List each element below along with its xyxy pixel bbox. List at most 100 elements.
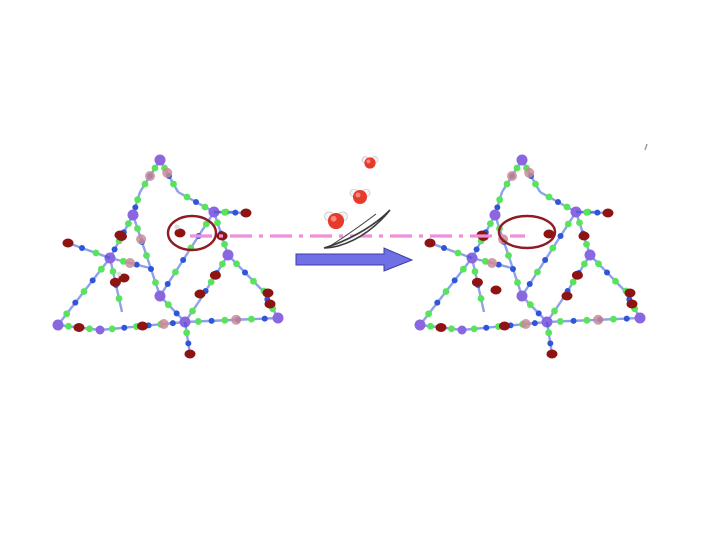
oxygen-atom: [424, 238, 436, 248]
oxygen-atom: [490, 285, 502, 295]
metal-node: [272, 312, 284, 324]
ligand-atom: [514, 279, 521, 286]
ligand-atom: [576, 219, 583, 227]
ligand-atom: [526, 281, 533, 287]
water-oxygen-atom: [327, 212, 345, 230]
ligand-atom: [134, 225, 141, 232]
oxygen-atom: [561, 291, 573, 301]
ligand-atom: [221, 316, 229, 324]
oxygen-atom: [471, 277, 483, 287]
ligand-atom: [557, 233, 564, 239]
highlight-spot: [366, 159, 371, 164]
ligand-atom: [526, 301, 534, 309]
ligand-atom: [164, 281, 171, 287]
water-oxygen-atom: [353, 190, 367, 204]
ligand-atom: [595, 260, 602, 268]
oxygen-atom: [209, 270, 221, 280]
ligand-atom: [545, 193, 553, 201]
ligand-atom: [487, 220, 494, 228]
ligand-atom: [473, 246, 480, 253]
ligand-atom: [532, 180, 539, 188]
ligand-atom: [134, 196, 142, 204]
ligand-atom: [604, 269, 610, 276]
faded-atom: [593, 314, 604, 325]
ligand-atom: [549, 244, 557, 252]
faded-atom: [158, 319, 169, 329]
water-oxygen-atom: [364, 157, 376, 169]
oxygen-atom: [499, 321, 510, 331]
ligand-atom: [115, 295, 123, 302]
ligand-atom: [219, 260, 226, 268]
ligand-atom: [612, 277, 619, 285]
ligand-atom: [133, 261, 140, 268]
ligand-atom: [233, 260, 240, 268]
metal-node: [516, 154, 528, 166]
ligand-atom: [563, 203, 571, 211]
ligand-atom: [534, 268, 541, 276]
metal-node: [95, 325, 105, 335]
oxygen-atom: [546, 349, 558, 359]
ligand-bond: [159, 295, 186, 323]
small-corner-mark: [644, 143, 648, 151]
ligand-atom: [623, 315, 630, 322]
oxygen-atom: [184, 349, 196, 359]
metal-node: [516, 290, 528, 302]
oxygen-atom: [626, 299, 638, 309]
oxygen-atom: [109, 277, 121, 287]
ligand-atom: [505, 252, 512, 259]
oxygen-atom: [240, 208, 252, 218]
oxygen-atom: [114, 230, 126, 240]
metal-node: [414, 319, 426, 331]
oxygen-atom: [578, 231, 590, 241]
process-arrow: [295, 247, 414, 272]
faded-atom: [524, 167, 535, 178]
ligand-atom: [581, 260, 588, 268]
metal-node: [154, 154, 166, 166]
water-molecules-icon: [324, 156, 379, 230]
ligand-atom: [169, 320, 176, 327]
ligand-atom: [547, 340, 554, 347]
ligand-atom: [531, 320, 538, 327]
ligand-atom: [141, 180, 149, 188]
ligand-atom: [72, 299, 79, 306]
hydrogen-atom: [174, 224, 180, 230]
ligand-atom: [97, 265, 105, 273]
faded-atom: [487, 258, 497, 268]
ligand-atom: [471, 268, 479, 275]
ligand-atom: [564, 220, 572, 228]
ligand-atom: [86, 325, 93, 333]
ligand-atom: [109, 268, 117, 275]
metal-node: [127, 209, 139, 221]
ligand-atom: [65, 322, 72, 330]
ligand-atom: [545, 329, 553, 337]
ligand-atom: [551, 307, 558, 315]
ligand-atom: [172, 268, 179, 276]
ligand-atom: [201, 203, 209, 211]
ligand-atom: [232, 209, 239, 216]
oxygen-atom: [624, 288, 636, 298]
ligand-atom: [221, 240, 228, 248]
ligand-atom: [610, 315, 617, 323]
ligand-atom: [89, 277, 96, 284]
ligand-atom: [202, 220, 210, 228]
highlight-spot: [330, 215, 337, 222]
ligand-atom: [448, 325, 455, 333]
faded-atom: [145, 171, 155, 181]
ligand-atom: [185, 340, 192, 347]
ligand-atom: [542, 257, 549, 263]
right-arrow-icon: [295, 247, 414, 272]
faded-atom: [520, 319, 531, 329]
oxygen-atom: [194, 289, 206, 299]
metal-node: [489, 209, 501, 221]
highlight-spot: [355, 192, 361, 198]
ligand-atom: [569, 278, 577, 286]
ligand-atom: [183, 193, 191, 201]
ligand-atom: [470, 325, 478, 333]
ligand-atom: [555, 199, 561, 205]
ligand-atom: [79, 245, 85, 251]
oxygen-atom: [262, 288, 274, 298]
ligand-atom: [63, 310, 71, 318]
ligand-atom: [194, 318, 202, 325]
ligand-atom: [535, 310, 542, 317]
ligand-atom: [248, 315, 255, 323]
